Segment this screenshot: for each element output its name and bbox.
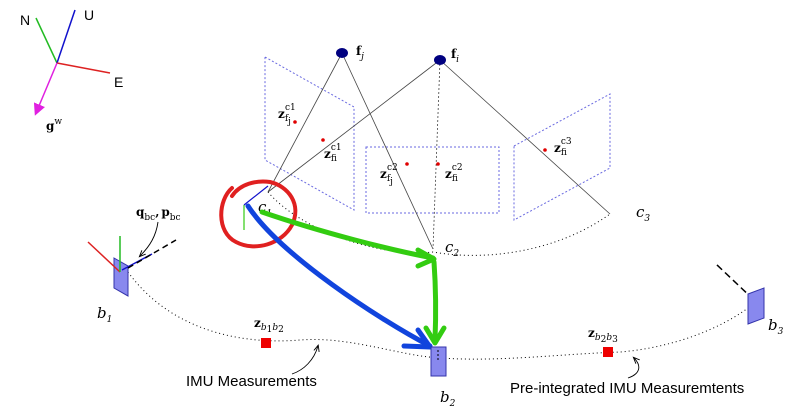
image-plane-left [264,56,355,211]
camera-c3-label: c3 [636,203,650,224]
body-b3-label: b3 [768,316,784,337]
obs-label-middle-fi: zfic2 [445,163,463,184]
north-label: N [20,12,30,28]
body-b2-box [430,346,447,377]
up-label: U [84,7,94,23]
imu-measurements-label: IMU Measurements [186,373,317,390]
obs-label-left-fj: zfjc1 [278,103,296,127]
observation-labels: zfjc1 zfic1 zfjc2 zfic2 zfic3 [278,103,572,187]
body-b2-label: b2 [440,388,456,409]
image-plane-right [513,93,611,221]
feature-fi-label: fi [451,47,459,65]
gravity-axis [33,62,58,116]
observation-points [293,120,547,166]
obs-label-middle-fj: zfjc2 [380,163,398,187]
east-label: E [114,74,123,90]
up-axis [56,9,76,64]
body-b2: b2 [430,346,456,409]
feature-fi-point [434,55,446,65]
north-axis [35,17,58,64]
east-axis [56,62,111,74]
obs-label-right-fi: zfic3 [554,137,572,158]
preintegrated-label: Pre-integrated IMU Measuremtents [510,380,744,397]
preintegrated-pointer [627,358,639,379]
feature-points: fj fi [336,44,459,65]
camera-c2-label: c2 [445,238,459,259]
preint-z12-marker [261,338,271,348]
blue-transform-arrow [245,203,433,350]
preint-z12-label: zb1b2 [254,316,284,335]
body-b1: b1 [87,236,177,325]
image-planes [264,56,611,221]
body-b3-box [747,287,765,325]
body-b3: b3 [715,263,784,337]
body-b1-label: b1 [97,304,112,325]
preint-z23-label: zb2b3 [588,326,618,345]
extrinsic-label: qbc,pbc [136,205,181,223]
body-b1-box [113,257,129,297]
camera-trajectory [267,191,611,256]
image-plane-middle [365,146,500,214]
projection-rays [267,52,611,250]
obs-label-left-fi: zfic1 [324,143,342,164]
preint-z12: zb1b2 [254,316,284,348]
world-frame: N U E gw [20,7,123,133]
feature-fj-label: fj [356,44,364,62]
c1-highlight-circle [219,179,298,249]
green-transform-arrow [259,209,447,346]
extrinsic-pointer [140,221,159,256]
feature-fj-point [336,48,348,58]
preint-z23: zb2b3 [588,326,618,357]
imu-pointer [291,346,318,375]
gravity-label: gw [46,117,62,133]
body-trajectory [127,271,753,360]
preint-z23-marker [603,347,613,357]
